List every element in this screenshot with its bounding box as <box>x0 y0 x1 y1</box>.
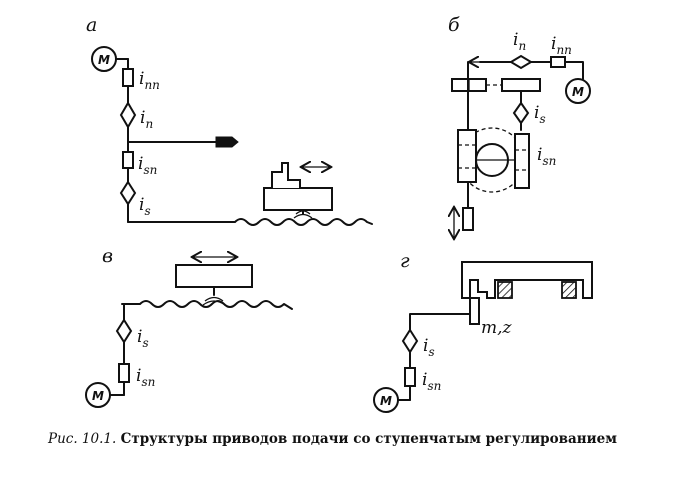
panel-b-ratio-s: is <box>534 103 546 126</box>
panel-g-pinion <box>469 297 480 325</box>
svg-text:М: М <box>572 85 584 99</box>
panel-b-motor: М <box>565 78 591 104</box>
svg-text:М: М <box>380 394 392 408</box>
panel-g-gear-pair-sn <box>404 367 416 387</box>
panel-a-ratio-n: in <box>140 108 153 131</box>
svg-text:М: М <box>92 389 104 403</box>
panel-g: г m,z is isn М <box>373 250 593 413</box>
panel-g-rail <box>461 261 593 299</box>
panel-b-letter: б <box>448 14 460 36</box>
panel-b-quill <box>462 207 474 231</box>
panel-a-table <box>263 162 333 219</box>
panel-b: б М in inn is <box>448 14 591 238</box>
panel-v-letter: в <box>102 245 113 267</box>
svg-text:М: М <box>98 53 110 67</box>
panel-a-letter: а <box>86 14 97 36</box>
panel-a-gear-pair-sn <box>122 151 134 169</box>
panel-g-label-mz: m,z <box>481 318 513 338</box>
panel-b-gear-right <box>501 78 541 92</box>
caption-text: Структуры приводов подачи со ступенчатым… <box>120 431 617 447</box>
panel-b-top-shaft <box>479 61 584 80</box>
panel-v-ratio-s: is <box>137 327 149 350</box>
panel-v-lead-screw <box>121 300 293 310</box>
panel-b-gearbox-n <box>509 54 533 70</box>
panel-a-gearbox-s <box>119 180 137 206</box>
panel-b-worm-assembly <box>457 127 530 193</box>
panel-v-table <box>175 264 253 288</box>
panel-a-lead-screw <box>127 218 373 226</box>
panel-b-ratio-nn: inn <box>551 34 572 57</box>
panel-g-rack-left <box>497 281 513 299</box>
panel-g-rack-right <box>561 281 577 299</box>
panel-a-motor: М <box>91 46 129 72</box>
panel-v-ratio-sn: isn <box>136 366 155 389</box>
panel-g-motor: М <box>373 387 411 413</box>
panel-b-ratio-sn: isn <box>537 145 556 168</box>
panel-g-letter: г <box>400 250 410 272</box>
panel-v: в is isn М <box>85 245 293 408</box>
panel-g-gearbox-s <box>401 328 419 354</box>
caption-number: Рис. 10.1. <box>48 431 117 447</box>
panel-a-gear-pair-nn <box>122 68 134 87</box>
panel-a: а М inn in isn is <box>86 14 373 226</box>
panel-a-ratio-sn: isn <box>138 154 157 177</box>
panel-b-gearbox-s <box>512 101 530 125</box>
panel-a-spindle-tool <box>215 136 239 148</box>
panel-b-gear-pair-nn <box>550 56 566 68</box>
panel-v-motor: М <box>85 382 125 408</box>
figure-caption: Рис. 10.1. Структуры приводов подачи со … <box>48 431 668 447</box>
panel-v-gearbox-s <box>115 318 133 344</box>
panel-a-gearbox-n <box>119 101 137 129</box>
panel-v-gear-pair-sn <box>118 363 130 383</box>
panel-g-ratio-s: is <box>423 336 435 359</box>
panel-g-ratio-sn: isn <box>422 370 441 393</box>
panel-b-ratio-n: in <box>513 30 526 53</box>
panel-a-ratio-s: is <box>139 195 151 218</box>
panel-a-ratio-nn: inn <box>139 69 160 92</box>
